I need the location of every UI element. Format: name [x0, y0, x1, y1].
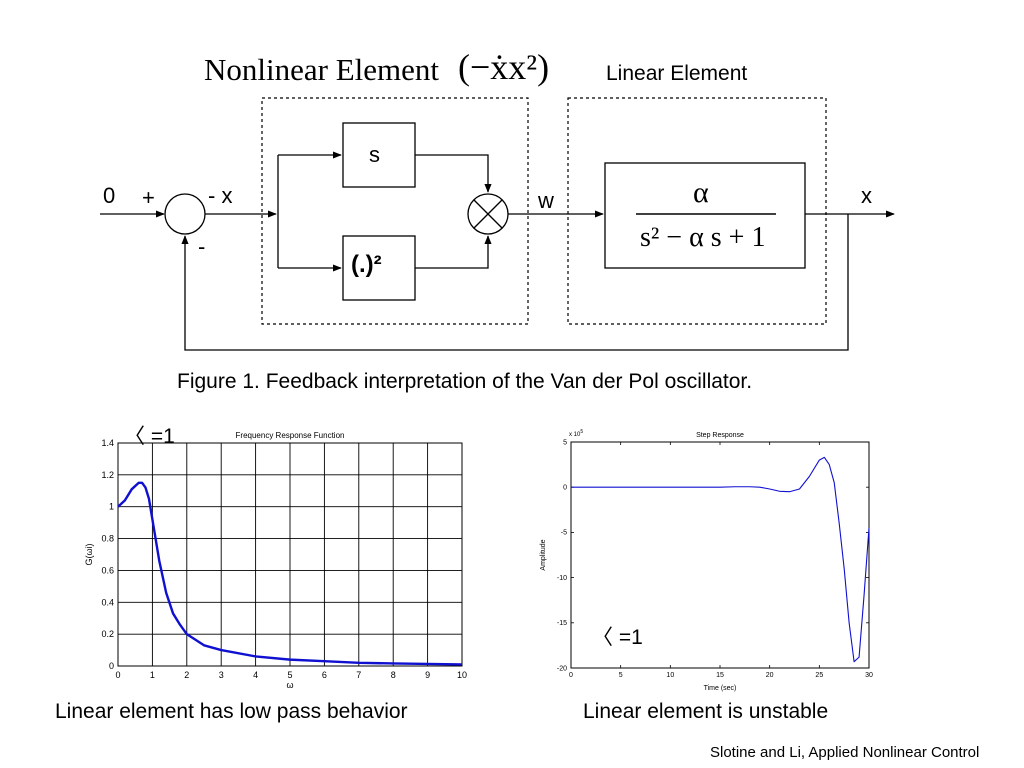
- y-tick-label: 1.2: [101, 470, 114, 480]
- frequency-response-chart: 0 1 2 3 4 5 6 7 8 9 10 0 0.2 0.4 0.6 0.8 1 1.2 1.4 Frequenc…: [84, 431, 467, 690]
- y-tick-label: -5: [561, 530, 567, 537]
- w-label: w: [538, 188, 554, 213]
- tf-denominator: s² − α s + 1: [640, 222, 766, 253]
- x-tick-label: 0: [115, 670, 120, 680]
- feedback-line: [181, 214, 849, 351]
- y-tick-label: 5: [563, 439, 567, 446]
- y-axis-label: Amplitude: [540, 539, 547, 570]
- left-plot-caption: Linear element has low pass behavior: [55, 700, 408, 723]
- x-tick-label: 9: [425, 670, 430, 680]
- y-tick-label: 1: [109, 502, 114, 512]
- x-tick-label: 10: [666, 672, 674, 679]
- y-axis-label: G(ωi): [84, 543, 94, 565]
- credit-text: Slotine and Li, Applied Nonlinear Contro…: [710, 744, 980, 761]
- input-zero-label: 0: [103, 183, 116, 208]
- x-axis-label: ω: [286, 680, 293, 690]
- multiplier-junction: [467, 193, 509, 235]
- x-tick-label: 25: [815, 672, 823, 679]
- chart-title: Frequency Response Function: [236, 431, 345, 440]
- tf-numerator: α: [693, 176, 709, 209]
- chart-title: Step Response: [696, 432, 744, 439]
- minus-sign: -: [198, 234, 206, 259]
- y-tick-label: 0: [563, 485, 567, 492]
- x-tick-label: 3: [219, 670, 224, 680]
- s-output-line: [415, 154, 492, 193]
- x-tick-label: 6: [322, 670, 327, 680]
- nonlinear-element-title: Nonlinear Element: [204, 52, 439, 87]
- left-alpha-label: 〈 =1: [124, 425, 175, 448]
- x-tick-label: 30: [865, 672, 873, 679]
- y-tick-label: 1.4: [101, 438, 114, 448]
- right-alpha-label: 〈 =1: [592, 626, 643, 649]
- x-tick-label: 10: [457, 670, 467, 680]
- x-tick-label: 2: [184, 670, 189, 680]
- series-line: [117, 481, 463, 666]
- axis-scale-label: x 105: [569, 429, 583, 438]
- linear-group-box: [567, 97, 827, 325]
- x-tick-label: 15: [716, 672, 724, 679]
- x-tick-label: 0: [569, 672, 573, 679]
- x-axis-label: Time (sec): [704, 685, 737, 692]
- x-tick-label: 1: [150, 670, 155, 680]
- axis-scale-exponent: 5: [580, 429, 583, 435]
- y-tick-label: 0.2: [101, 629, 114, 639]
- y-tick-label: -15: [557, 620, 567, 627]
- y-tick-label: 0.6: [101, 565, 114, 575]
- x-tick-label: 5: [287, 670, 292, 680]
- y-tick-label: 0.8: [101, 534, 114, 544]
- square-block-label: (.)²: [351, 251, 382, 278]
- x-tick-label: 7: [356, 670, 361, 680]
- x-tick-label: 5: [619, 672, 623, 679]
- transfer-function-block: [604, 162, 806, 269]
- x-tick-label: 8: [391, 670, 396, 680]
- y-tick-label: 0.4: [101, 597, 114, 607]
- x-tick-label: 20: [766, 672, 774, 679]
- y-tick-label: -10: [557, 575, 567, 582]
- block-diagram: [100, 97, 895, 351]
- summing-junction: [164, 193, 206, 235]
- nonlinear-element-expression: (−ẋx²): [458, 47, 550, 87]
- x-tick-label: 4: [253, 670, 258, 680]
- series-line: [571, 456, 870, 663]
- figure-caption: Figure 1. Feedback interpretation of the…: [177, 370, 753, 393]
- output-x-label: x: [861, 183, 872, 208]
- s-block-label: s: [369, 142, 380, 167]
- y-tick-label: 0: [109, 661, 114, 671]
- minus-x-label: - x: [208, 183, 233, 208]
- plus-sign: +: [142, 185, 155, 210]
- plot-frame: [570, 441, 870, 669]
- nonlinear-group-box: [261, 97, 529, 325]
- y-tick-label: -20: [557, 665, 567, 672]
- linear-element-title: Linear Element: [606, 62, 748, 85]
- right-plot-caption: Linear element is unstable: [583, 700, 829, 723]
- square-output-line: [415, 235, 492, 269]
